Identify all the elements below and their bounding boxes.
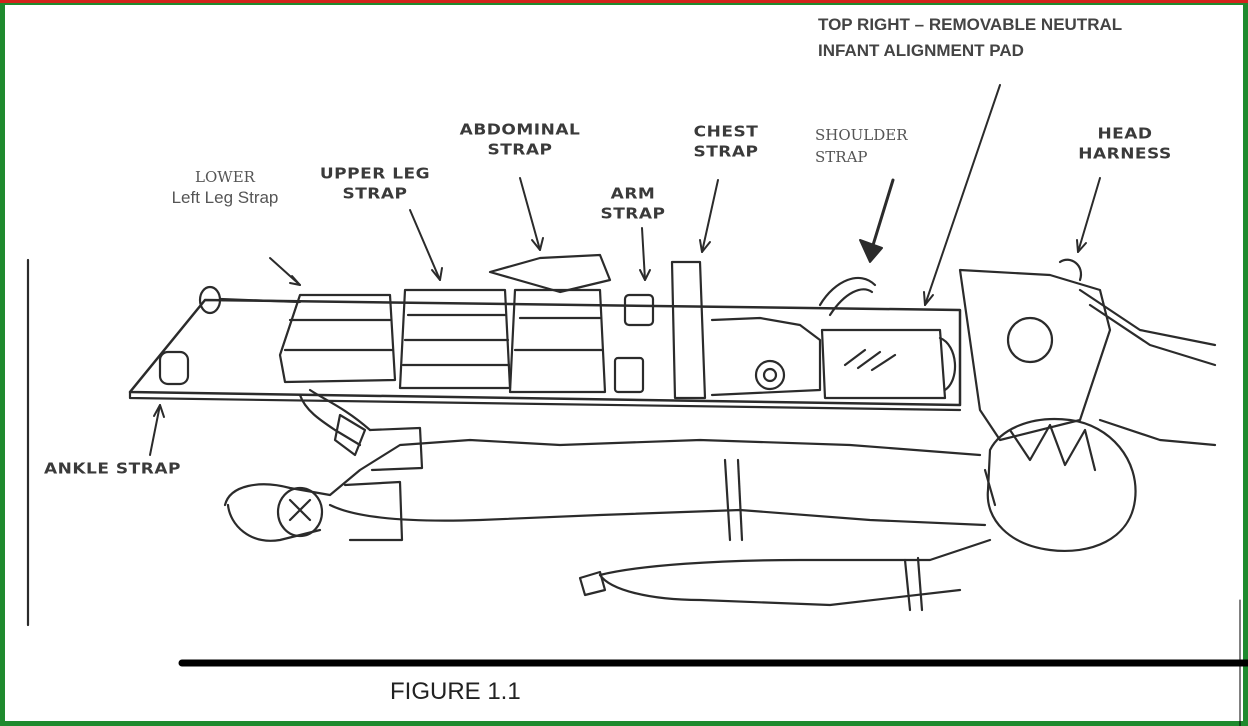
label-top-right: TOP RIGHT – REMOVABLE NEUTRAL INFANT ALI… — [818, 12, 1122, 64]
label-chest-line2: STRAP — [676, 142, 776, 162]
label-arm-line2: STRAP — [588, 204, 678, 224]
label-shoulder-strap: SHOULDER STRAP — [815, 124, 908, 168]
label-abdominal-line2: STRAP — [440, 140, 600, 160]
label-upper-leg-strap: UPPER LEG STRAP — [300, 164, 450, 204]
label-shoulder-line2: STRAP — [815, 146, 908, 168]
label-head-harness: HEAD HARNESS — [1070, 124, 1180, 164]
head-harness — [960, 260, 1215, 440]
label-head-line2: HARNESS — [1070, 144, 1180, 164]
arrow-upper-leg — [410, 210, 440, 280]
arrow-arm — [642, 228, 645, 280]
torso-area — [712, 318, 820, 395]
chest-strap — [672, 262, 705, 398]
label-top-right-line1: TOP RIGHT – REMOVABLE NEUTRAL — [818, 12, 1122, 38]
arrow-head-harness — [1078, 178, 1100, 252]
abdominal-pad — [490, 255, 610, 392]
label-head-line1: HEAD — [1070, 124, 1180, 144]
label-upper-line1: UPPER LEG — [300, 164, 450, 184]
lower-leg-pad — [280, 295, 395, 382]
label-arm-line1: ARM — [588, 184, 678, 204]
label-chest-strap: CHEST STRAP — [676, 122, 776, 162]
label-abdominal-line1: ABDOMINAL — [440, 120, 600, 140]
spine-board — [130, 300, 960, 410]
label-shoulder-line1: SHOULDER — [815, 124, 908, 146]
label-lower-line2: Left Leg Strap — [150, 188, 300, 208]
label-abdominal-strap: ABDOMINAL STRAP — [440, 120, 600, 160]
label-upper-line2: STRAP — [300, 184, 450, 204]
arrow-shoulder — [870, 180, 893, 255]
label-lower-line1: LOWER — [150, 166, 300, 188]
arm-strap-block — [615, 295, 653, 392]
label-arm-strap: ARM STRAP — [588, 184, 678, 224]
alignment-pad — [822, 330, 955, 398]
label-top-right-line2: INFANT ALIGNMENT PAD — [818, 38, 1122, 64]
figure-caption: FIGURE 1.1 — [390, 678, 521, 706]
label-chest-line1: CHEST — [676, 122, 776, 142]
label-lower-leg-strap: LOWER Left Leg Strap — [150, 166, 300, 208]
arrow-abdominal — [520, 178, 540, 250]
label-ankle-strap: ANKLE STRAP — [44, 459, 181, 479]
